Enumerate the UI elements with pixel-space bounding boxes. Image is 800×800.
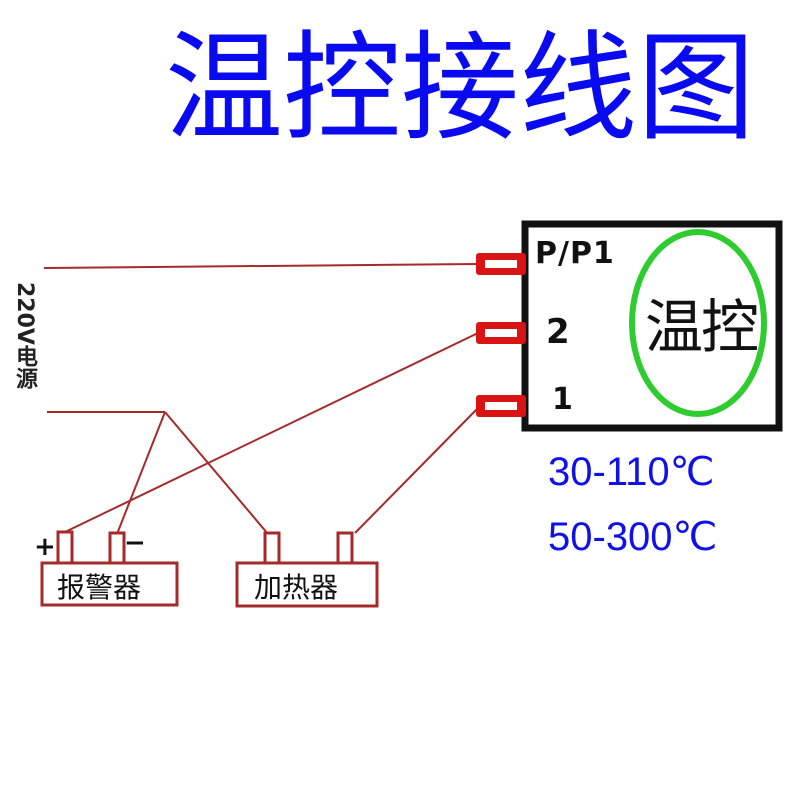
- heater-label: 加热器: [254, 571, 339, 604]
- heater-terminal-right: [336, 531, 354, 565]
- wire-power-to-pp1: [43, 263, 479, 269]
- pin-label-1: 1: [552, 382, 573, 417]
- title-char: 图: [637, 19, 756, 157]
- alarm-label: 报警器: [57, 571, 142, 604]
- alarm-terminal-plus: [56, 530, 74, 565]
- title-char: 控: [283, 19, 402, 157]
- temperature-range-2: 50-300℃: [548, 515, 718, 559]
- controller-label: 温控: [645, 293, 759, 361]
- temperature-range-1: 30-110℃: [548, 450, 715, 494]
- alarm-terminal-minus: [108, 531, 126, 565]
- power-source-label: 220V电源: [12, 282, 37, 389]
- wires: [43, 263, 479, 535]
- wire-junction-to-heater-left: [164, 411, 269, 535]
- diagram-title: 温 控 接 线 图: [165, 18, 755, 158]
- controller-terminals: [476, 253, 526, 417]
- wire-pin1-to-heater-right: [354, 407, 479, 534]
- heater-box: [235, 561, 379, 608]
- alarm-plus-sign: +: [34, 532, 56, 562]
- title-char: 接: [401, 19, 520, 157]
- alarm-device: [40, 530, 179, 607]
- title-char: 温: [165, 19, 284, 157]
- heater-terminal-left: [263, 531, 281, 565]
- pin-label-pp1: P/P1: [535, 236, 615, 271]
- wire-pin2-to-alarm-plus: [64, 332, 479, 533]
- title-char: 线: [519, 19, 638, 157]
- alarm-box: [40, 561, 179, 607]
- wire-junction-to-alarm-minus: [116, 411, 166, 535]
- controller-ellipse: [629, 229, 767, 417]
- alarm-minus-sign: −: [124, 528, 146, 558]
- heater-device: [235, 531, 379, 608]
- pin-label-2: 2: [546, 312, 570, 352]
